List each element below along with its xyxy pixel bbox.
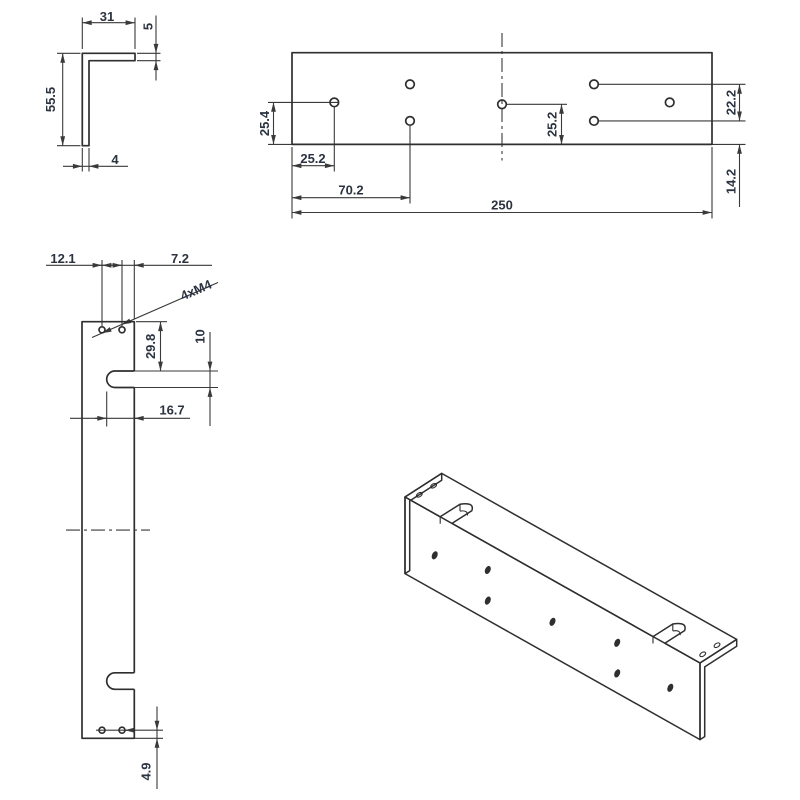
dim-length: 250 [491, 198, 513, 213]
outline-layer [81, 51, 738, 741]
text-layer: 31 5 55.5 4 25.4 25.2 70.2 250 25.2 22.2… [43, 9, 739, 781]
dim-hole1-from-left: 25.2 [300, 151, 325, 166]
dim-flange-thickness: 5 [141, 23, 156, 30]
isometric-view [404, 472, 738, 741]
dim-slot-width: 10 [193, 329, 208, 343]
profile-view [81, 52, 136, 147]
dimension-layer [46, 15, 746, 789]
dim-web-thickness: 4 [111, 152, 119, 167]
dim-hole1-from-bottom: 25.4 [257, 110, 272, 136]
dim-flange-width: 31 [100, 9, 114, 24]
dim-slot-depth: 16.7 [159, 403, 184, 418]
front-dimensions [268, 33, 746, 219]
dim-right-hole-from-bottom: 14.2 [724, 169, 739, 194]
dim-center-hole-from-bottom: 25.2 [545, 112, 560, 137]
dim-right-pair-spacing: 22.2 [724, 90, 739, 115]
profile-dimensions [57, 15, 161, 172]
thread-callout: 4xM4 [178, 276, 215, 303]
dim-end-hole-offset: 4.9 [139, 762, 154, 780]
dim-holes2-from-left: 70.2 [338, 183, 363, 198]
front-view [291, 51, 713, 146]
dim-slot-position: 29.8 [143, 334, 158, 359]
dim-hole-edge-offset: 7.2 [171, 251, 189, 266]
plan-view [81, 320, 136, 740]
dim-hole-pitch: 12.1 [50, 251, 75, 266]
plan-dimensions [46, 260, 219, 789]
dim-height: 55.5 [43, 87, 58, 112]
